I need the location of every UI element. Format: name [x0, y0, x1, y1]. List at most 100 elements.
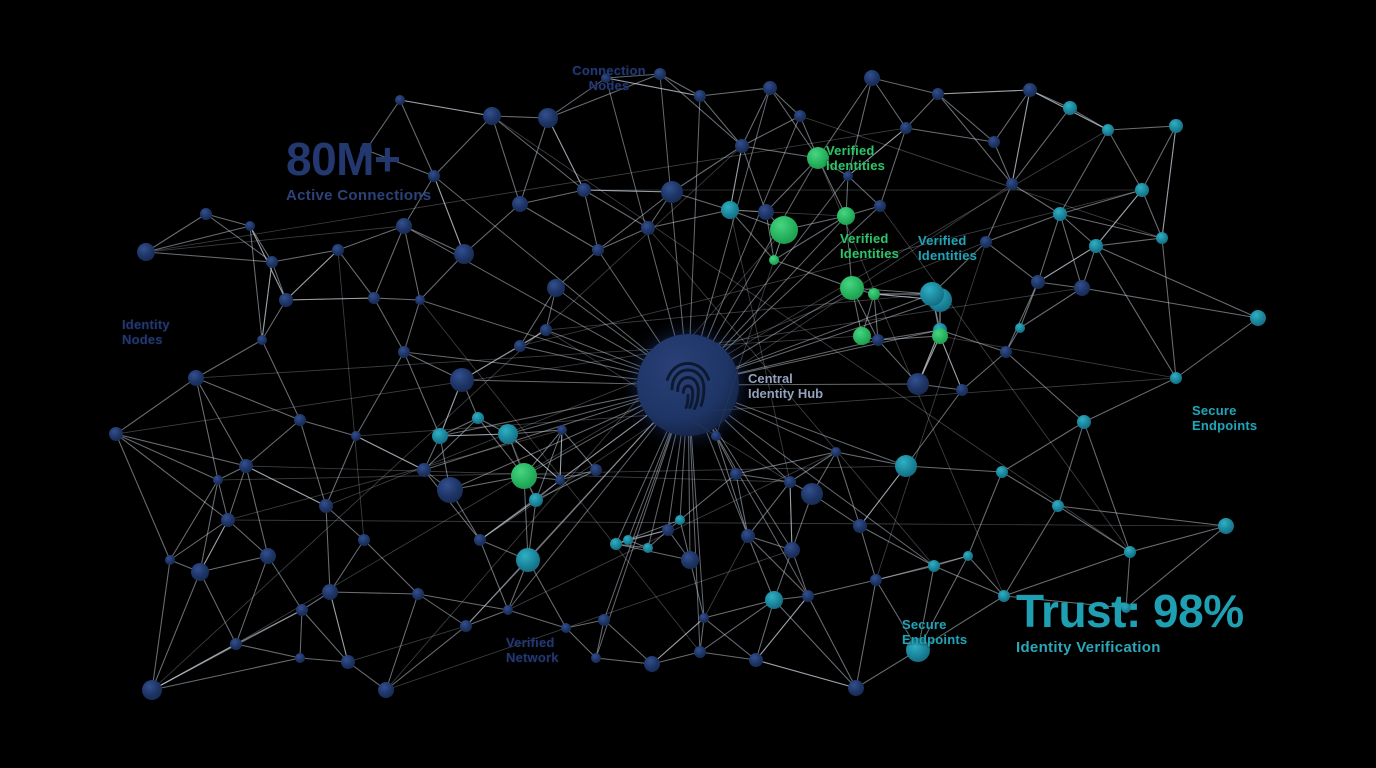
network-node[interactable]	[662, 524, 674, 536]
network-node[interactable]	[831, 447, 841, 457]
network-node[interactable]	[540, 324, 552, 336]
network-node[interactable]	[239, 459, 253, 473]
network-node[interactable]	[906, 638, 930, 662]
network-node[interactable]	[428, 170, 440, 182]
network-node[interactable]	[432, 428, 448, 444]
network-node[interactable]	[769, 255, 779, 265]
network-node[interactable]	[1250, 310, 1266, 326]
network-node[interactable]	[213, 475, 223, 485]
network-node[interactable]	[1053, 207, 1067, 221]
network-node[interactable]	[503, 605, 513, 615]
network-node[interactable]	[963, 551, 973, 561]
network-node[interactable]	[895, 455, 917, 477]
network-node[interactable]	[1000, 346, 1012, 358]
network-node[interactable]	[322, 584, 338, 600]
network-node[interactable]	[988, 136, 1000, 148]
network-node[interactable]	[784, 476, 796, 488]
network-node[interactable]	[864, 70, 880, 86]
network-node[interactable]	[711, 431, 721, 441]
network-node[interactable]	[758, 204, 774, 220]
network-node[interactable]	[378, 682, 394, 698]
network-node[interactable]	[801, 483, 823, 505]
network-node[interactable]	[1006, 178, 1018, 190]
network-node[interactable]	[644, 656, 660, 672]
network-node[interactable]	[295, 653, 305, 663]
network-node[interactable]	[874, 200, 886, 212]
network-node[interactable]	[360, 144, 372, 156]
network-node[interactable]	[230, 638, 242, 650]
network-node[interactable]	[784, 542, 800, 558]
network-node[interactable]	[547, 279, 565, 297]
network-node[interactable]	[319, 499, 333, 513]
network-node[interactable]	[730, 468, 742, 480]
network-node[interactable]	[675, 515, 685, 525]
network-node[interactable]	[770, 216, 798, 244]
network-node[interactable]	[368, 292, 380, 304]
network-node[interactable]	[763, 81, 777, 95]
network-node[interactable]	[474, 534, 486, 546]
network-node[interactable]	[1124, 546, 1136, 558]
network-node[interactable]	[483, 107, 501, 125]
network-node[interactable]	[577, 183, 591, 197]
network-node[interactable]	[142, 680, 162, 700]
network-node[interactable]	[396, 218, 412, 234]
network-node[interactable]	[980, 236, 992, 248]
network-node[interactable]	[417, 463, 431, 477]
network-node[interactable]	[749, 653, 763, 667]
network-node[interactable]	[765, 591, 783, 609]
network-node[interactable]	[807, 147, 829, 169]
network-node[interactable]	[498, 424, 518, 444]
network-node[interactable]	[837, 207, 855, 225]
network-node[interactable]	[932, 88, 944, 100]
network-node[interactable]	[643, 543, 653, 553]
central-identity-hub[interactable]	[637, 334, 739, 436]
network-node[interactable]	[1218, 518, 1234, 534]
network-node[interactable]	[1052, 500, 1064, 512]
network-node[interactable]	[1074, 280, 1090, 296]
network-node[interactable]	[454, 244, 474, 264]
network-node[interactable]	[538, 108, 558, 128]
network-node[interactable]	[511, 463, 537, 489]
network-node[interactable]	[555, 475, 565, 485]
network-node[interactable]	[191, 563, 209, 581]
network-node[interactable]	[741, 529, 755, 543]
network-node[interactable]	[694, 646, 706, 658]
network-node[interactable]	[928, 560, 940, 572]
network-node[interactable]	[294, 414, 306, 426]
network-node[interactable]	[900, 122, 912, 134]
network-node[interactable]	[1121, 603, 1131, 613]
network-node[interactable]	[395, 95, 405, 105]
network-node[interactable]	[623, 535, 633, 545]
network-node[interactable]	[512, 196, 528, 212]
network-node[interactable]	[529, 493, 543, 507]
network-node[interactable]	[853, 327, 871, 345]
network-node[interactable]	[266, 256, 278, 268]
network-node[interactable]	[1015, 323, 1025, 333]
network-node[interactable]	[332, 244, 344, 256]
network-node[interactable]	[661, 181, 683, 203]
network-node[interactable]	[1170, 372, 1182, 384]
network-node[interactable]	[398, 346, 410, 358]
network-node[interactable]	[1077, 415, 1091, 429]
network-node[interactable]	[165, 555, 175, 565]
network-node[interactable]	[1156, 232, 1168, 244]
network-node[interactable]	[437, 477, 463, 503]
network-node[interactable]	[415, 295, 425, 305]
network-node[interactable]	[681, 551, 699, 569]
network-node[interactable]	[1089, 239, 1103, 253]
network-node[interactable]	[557, 425, 567, 435]
network-node[interactable]	[956, 384, 968, 396]
network-node[interactable]	[872, 334, 884, 346]
network-node[interactable]	[561, 623, 571, 633]
network-node[interactable]	[802, 590, 814, 602]
network-node[interactable]	[654, 68, 666, 80]
network-node[interactable]	[1169, 119, 1183, 133]
network-node[interactable]	[1031, 275, 1045, 289]
network-node[interactable]	[907, 373, 929, 395]
network-node[interactable]	[412, 588, 424, 600]
network-node[interactable]	[245, 221, 255, 231]
network-node[interactable]	[794, 110, 806, 122]
network-node[interactable]	[1102, 124, 1114, 136]
network-node[interactable]	[1135, 183, 1149, 197]
network-node[interactable]	[735, 139, 749, 153]
